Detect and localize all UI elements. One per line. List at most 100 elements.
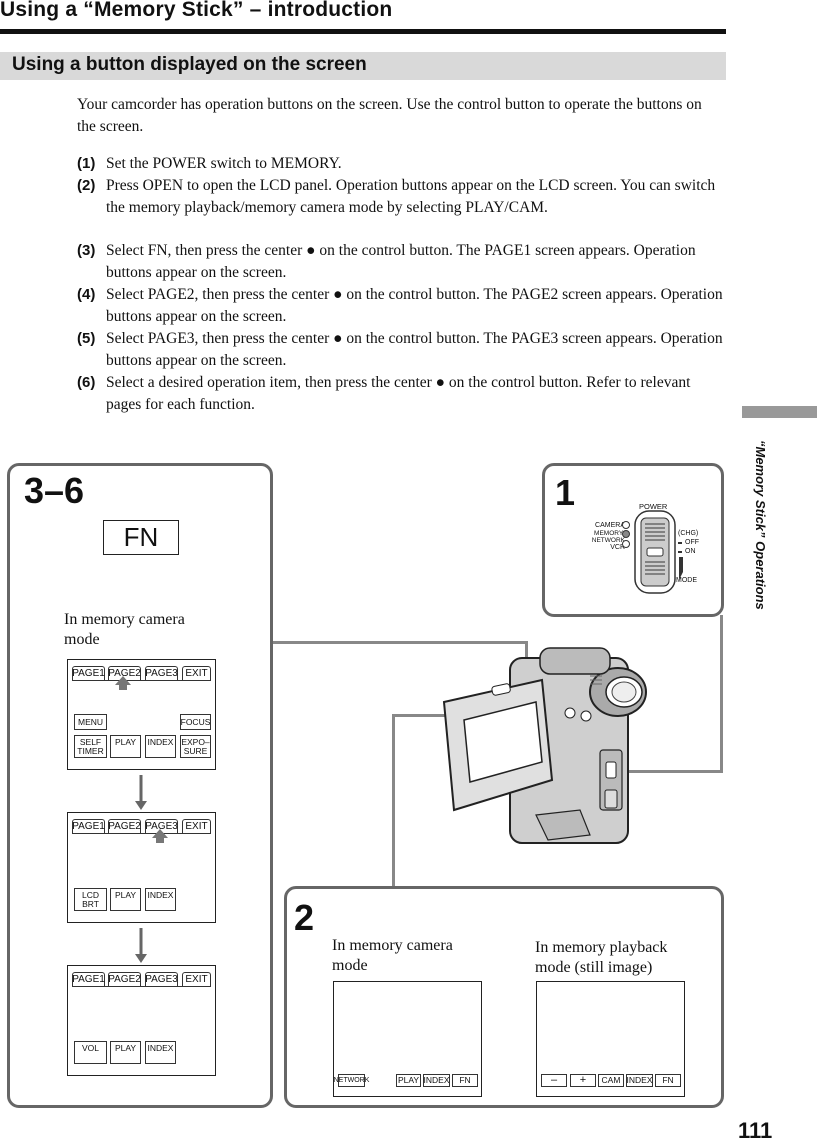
focus-button[interactable]: FOCUS [180, 714, 211, 730]
index-button[interactable]: INDEX [626, 1074, 653, 1087]
power-label: POWER [639, 502, 668, 511]
caption-line: mode [332, 957, 368, 974]
off-label: OFF [685, 539, 699, 546]
play-button[interactable]: PLAY [110, 735, 141, 758]
lcd-screen-page2: PAGE1 PAGE2 PAGE3 EXIT LCD BRT PLAY INDE… [67, 812, 216, 923]
play-button[interactable]: PLAY [396, 1074, 421, 1087]
connector-line [628, 770, 723, 773]
self-timer-button[interactable]: SELF TIMER [74, 735, 107, 758]
play-button[interactable]: PLAY [110, 1041, 141, 1064]
camera-label: CAMERA [595, 522, 625, 529]
cam-button[interactable]: CAM [598, 1074, 624, 1087]
fn-button[interactable]: FN [103, 520, 179, 555]
button-label: LCD [81, 889, 99, 900]
network-button[interactable]: NETWORK [334, 1074, 369, 1087]
minus-button[interactable]: – [541, 1074, 567, 1087]
exposure-button[interactable]: EXPO– SURE [180, 735, 211, 758]
tab-page3[interactable]: PAGE3 [145, 819, 178, 833]
panel-steps-3-6: 3–6 FN In memory camera mode PAGE1 PAGE2… [7, 463, 273, 1108]
lcd-screen-page1: PAGE1 PAGE2 PAGE3 EXIT MENU FOCUS SELF T… [67, 659, 216, 770]
down-arrow-icon [135, 775, 147, 810]
lcd-screen-memory-playback: – + CAM INDEX FN [536, 981, 685, 1097]
lcd-brightness-button[interactable]: LCD BRT [74, 888, 107, 911]
tab-page3[interactable]: PAGE3 [145, 972, 178, 986]
button-label: SELF [79, 736, 102, 747]
step-text: Press OPEN to open the LCD panel. Operat… [106, 177, 716, 216]
tab-row: PAGE1 PAGE2 PAGE3 EXIT [72, 972, 211, 987]
memory-label: MEMORY/ [594, 530, 625, 537]
caption-line: In memory camera [332, 937, 453, 954]
tab-page2[interactable]: PAGE2 [108, 666, 141, 680]
on-label: ON [685, 548, 696, 555]
tab-page1[interactable]: PAGE1 [72, 819, 105, 833]
step-number: (6) [77, 374, 96, 391]
volume-button[interactable]: VOL [74, 1041, 107, 1064]
mode-label: MODE [676, 577, 697, 584]
tab-page3[interactable]: PAGE3 [145, 666, 178, 680]
connector-line [270, 641, 528, 644]
index-button[interactable]: INDEX [145, 888, 176, 911]
step-number: (3) [77, 242, 96, 259]
panel-step-2: 2 In memory camera mode In memory playba… [284, 886, 724, 1108]
page-header-title: Using a “Memory Stick” – introduction [0, 0, 393, 21]
down-arrow-icon [135, 928, 147, 963]
tab-page1[interactable]: PAGE1 [72, 666, 105, 680]
step-text: Select a desired operation item, then pr… [106, 374, 691, 413]
section-title: Using a button displayed on the screen [12, 54, 367, 75]
caption-line: mode [64, 631, 100, 648]
page-number: 111 [738, 1118, 773, 1143]
button-label: SURE [183, 745, 208, 756]
network-label: NETWORK [591, 537, 625, 544]
panel-label: 2 [294, 897, 315, 938]
index-button[interactable]: INDEX [423, 1074, 450, 1087]
tab-row: PAGE1 PAGE2 PAGE3 EXIT [72, 819, 211, 834]
plus-button[interactable]: + [570, 1074, 596, 1087]
step-text: Select PAGE2, then press the center ● on… [106, 286, 723, 325]
step-text: Select PAGE3, then press the center ● on… [106, 330, 723, 369]
panel-label: 1 [555, 472, 576, 513]
button-label: BRT [82, 898, 99, 909]
tab-exit[interactable]: EXIT [182, 972, 211, 986]
caption-line: In memory playback [535, 939, 668, 956]
intro-paragraph: Your camcorder has operation buttons on … [77, 96, 702, 135]
cursor-arrow-icon [152, 829, 168, 843]
index-button[interactable]: INDEX [145, 735, 176, 758]
camcorder-illustration [442, 647, 647, 844]
step-number: (5) [77, 330, 96, 347]
side-section-label: “Memory Stick” Operations [753, 440, 768, 610]
caption-line: In memory camera [64, 611, 185, 628]
lcd-screen-page3: PAGE1 PAGE2 PAGE3 EXIT VOL PLAY INDEX [67, 965, 216, 1076]
index-button[interactable]: INDEX [145, 1041, 176, 1064]
side-tab-marker [742, 406, 817, 418]
step-number: (1) [77, 155, 96, 172]
tab-page2[interactable]: PAGE2 [108, 972, 141, 986]
connector-line [392, 714, 484, 717]
step-number: (2) [77, 177, 96, 194]
tab-exit[interactable]: EXIT [182, 666, 211, 680]
connector-line [720, 615, 723, 773]
tab-row: PAGE1 PAGE2 PAGE3 EXIT [72, 666, 211, 681]
play-button[interactable]: PLAY [110, 888, 141, 911]
step-number: (4) [77, 286, 96, 303]
vcr-label: VCR [610, 544, 625, 551]
button-label: TIMER [77, 745, 104, 756]
button-label: FOCUS [180, 716, 211, 727]
tab-page1[interactable]: PAGE1 [72, 972, 105, 986]
lcd-screen-memory-camera: NETWORK PLAY INDEX FN [333, 981, 482, 1097]
tab-exit[interactable]: EXIT [182, 819, 211, 833]
fn-button[interactable]: FN [452, 1074, 478, 1087]
fn-button[interactable]: FN [655, 1074, 681, 1087]
step-text: Set the POWER switch to MEMORY. [106, 155, 342, 172]
button-label: EXPO– [181, 736, 210, 747]
section-bar [0, 52, 726, 80]
panel-step-1: 1 POWER CAMERA MEMORY/ NETWORK VCR (CHG)… [542, 463, 724, 617]
header-rule [0, 29, 726, 34]
menu-button[interactable]: MENU [74, 714, 107, 730]
cursor-arrow-icon [115, 676, 131, 690]
panel-label: 3–6 [24, 470, 85, 511]
chg-label: (CHG) [678, 530, 699, 537]
tab-page2[interactable]: PAGE2 [108, 819, 141, 833]
connector-line [392, 714, 395, 888]
step-text: Select FN, then press the center ● on th… [106, 242, 696, 281]
power-switch-icon[interactable] [619, 510, 709, 600]
